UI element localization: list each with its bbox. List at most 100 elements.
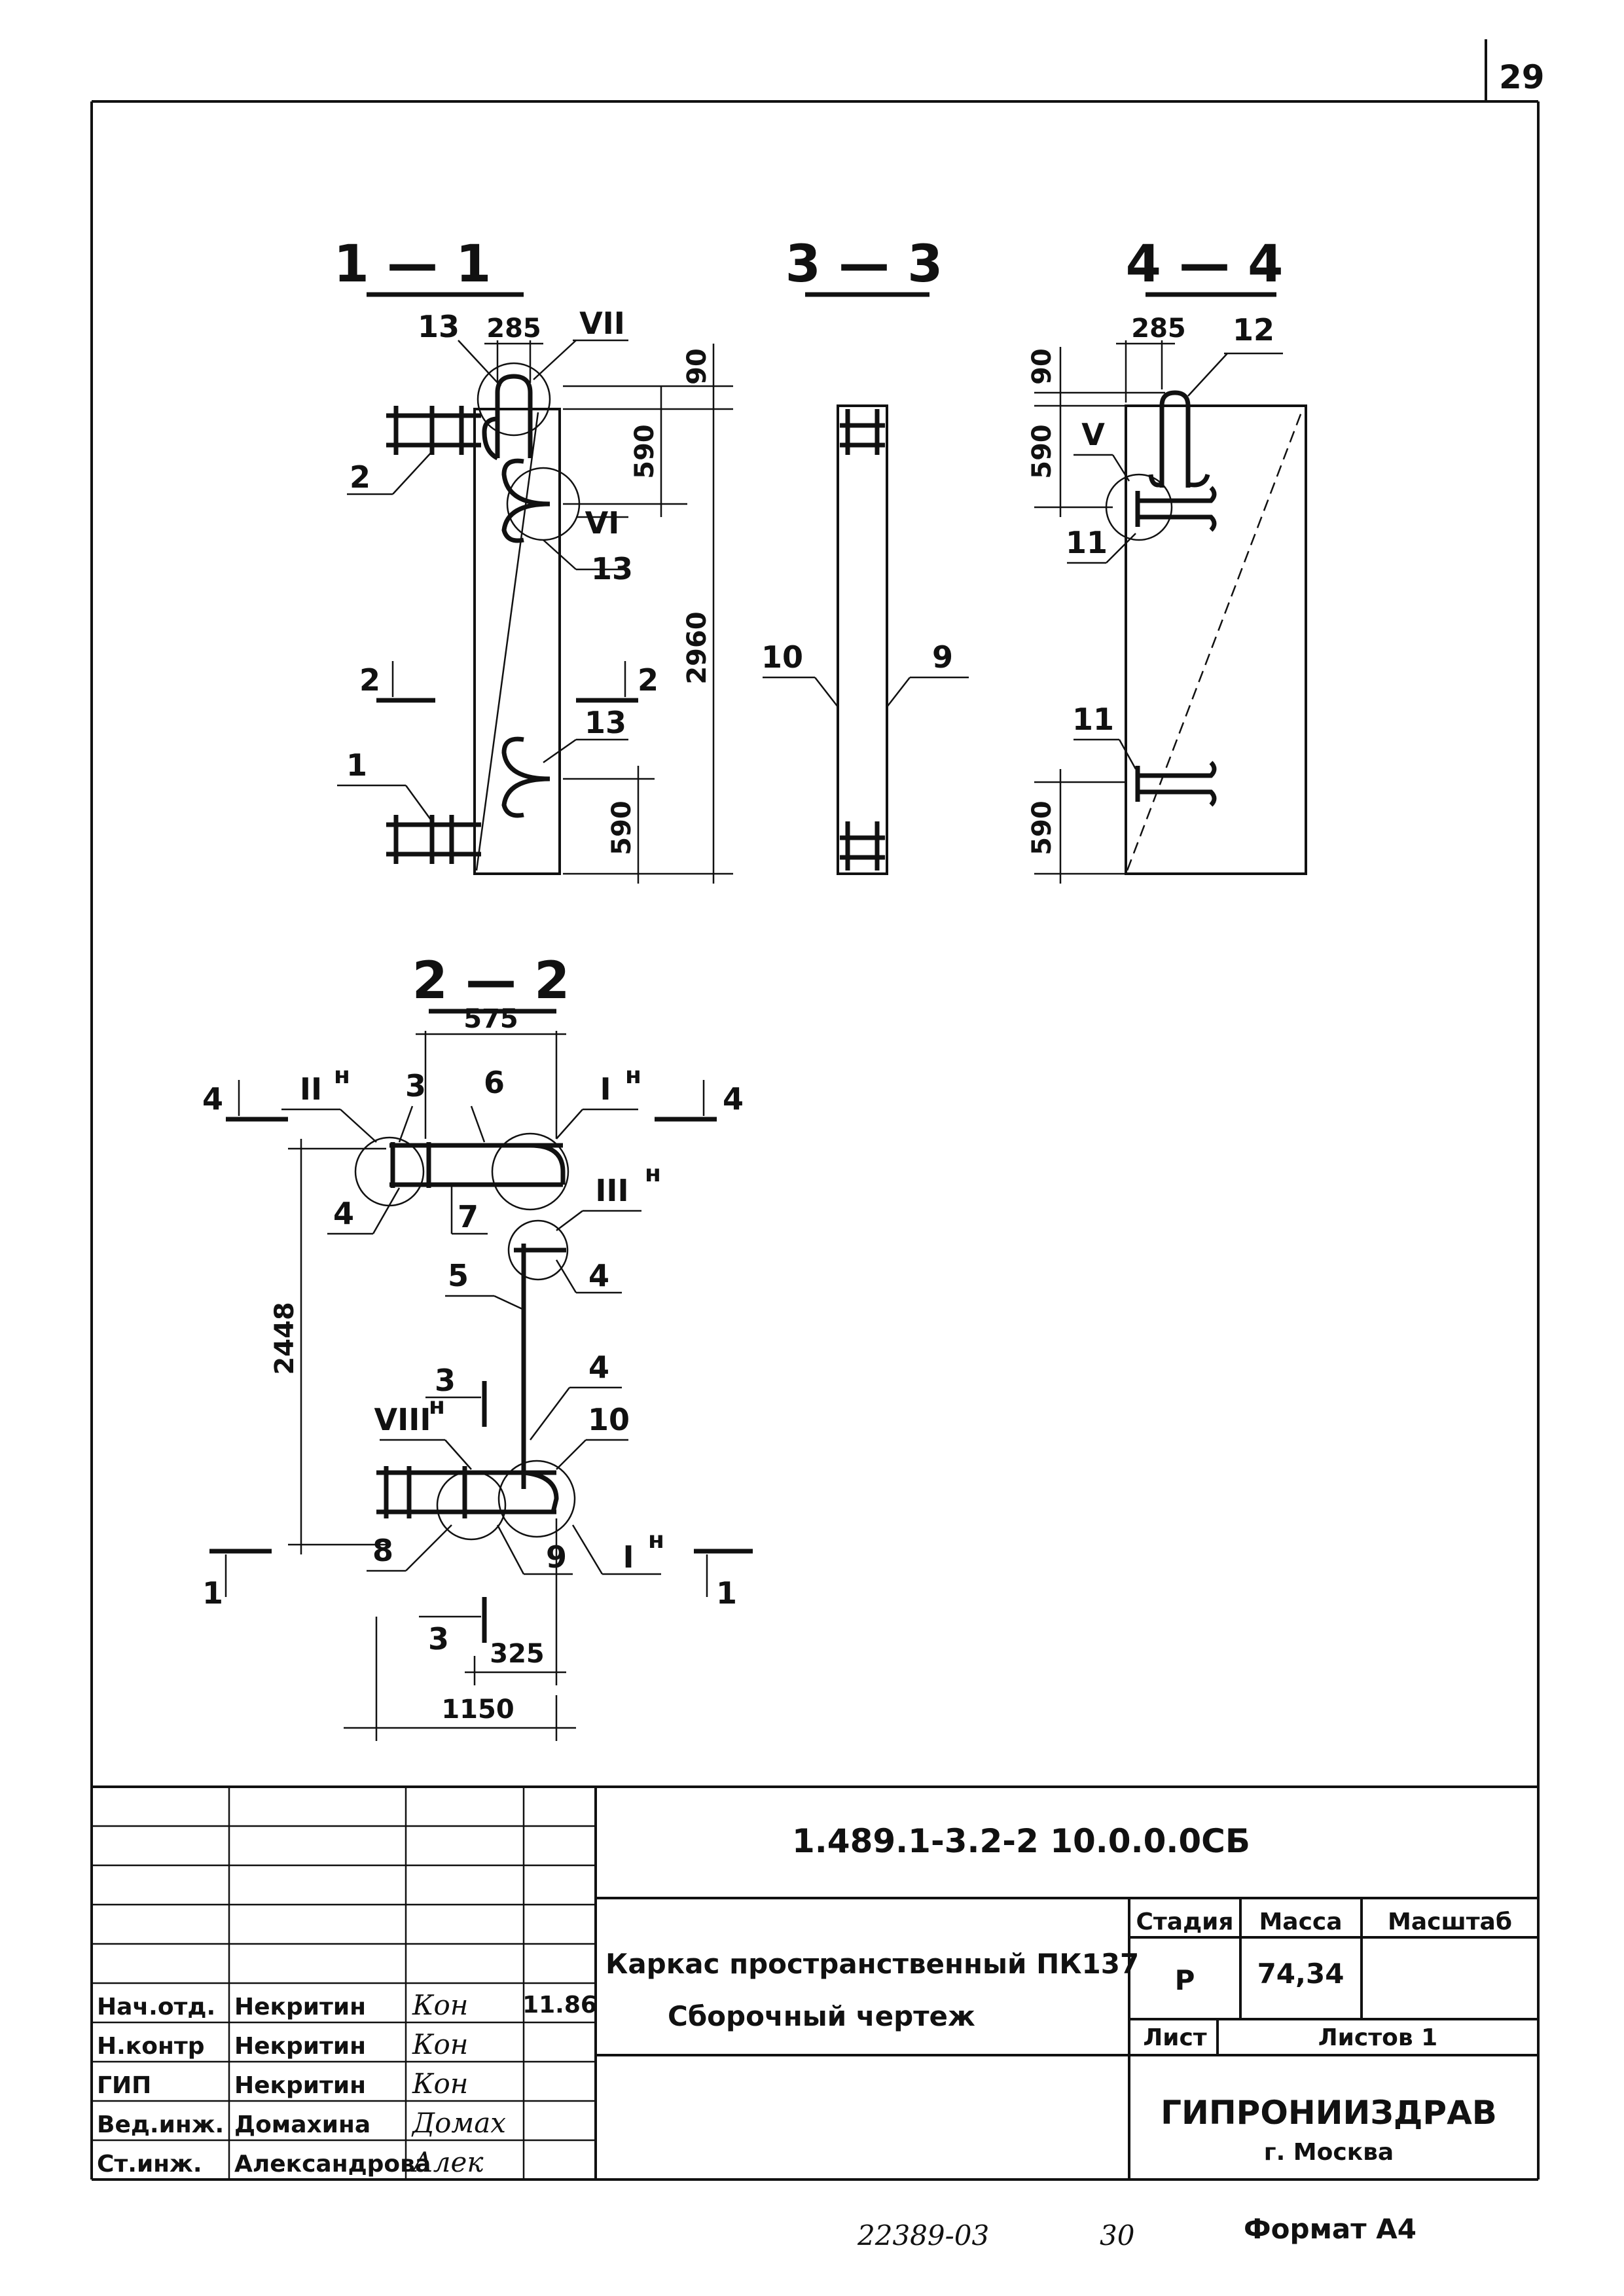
detail-circle-viii <box>436 1470 507 1541</box>
format-label: Формат А4 <box>1244 2213 1416 2245</box>
sheet-frame <box>90 100 1540 2181</box>
mark-i-top: I <box>600 1071 611 1107</box>
detail-circle-i-bottom <box>497 1460 576 1538</box>
section-title-1-1: 1 — 1 <box>334 235 492 294</box>
dim-590-bottom: 590 <box>607 800 637 855</box>
role-3: Вед.инж. <box>97 2111 224 2138</box>
detail-circle-i-top <box>491 1132 569 1211</box>
header-scale: Масштаб <box>1388 1909 1512 1935</box>
dim-575: 575 <box>463 1004 518 1034</box>
mark-viii-sup: н <box>429 1393 445 1420</box>
mark-4-low: 4 <box>588 1350 609 1385</box>
name-2: Некритин <box>234 2072 366 2099</box>
mark-iii-sup: н <box>645 1160 661 1187</box>
cut-2-left: 2 <box>359 662 380 698</box>
signature-1: Кон <box>412 2028 468 2060</box>
mark-9: 9 <box>546 1539 567 1575</box>
cut-3-top: 3 <box>435 1363 456 1398</box>
mark-12: 12 <box>1233 312 1274 348</box>
inventory-number: 22389-03 <box>857 2219 989 2251</box>
mark-10-s33: 10 <box>761 639 803 675</box>
mark-i-bottom: I <box>623 1539 634 1575</box>
organization: ГИПРОНИИЗДРАВ <box>1161 2094 1497 2132</box>
section-title-3-3: 3 — 3 <box>785 235 943 294</box>
header-stage: Стадия <box>1136 1909 1234 1935</box>
stage-value: Р <box>1175 1964 1195 1996</box>
mark-13-top: 13 <box>418 309 460 344</box>
city: г. Москва <box>1264 2139 1394 2166</box>
cut-2-right: 2 <box>638 662 659 698</box>
mark-13-low: 13 <box>585 705 626 740</box>
mark-3: 3 <box>405 1068 426 1103</box>
mark-i-top-sup: н <box>625 1062 641 1089</box>
mark-2: 2 <box>350 459 370 495</box>
mark-5: 5 <box>448 1258 469 1293</box>
mark-4-right: 4 <box>588 1258 609 1293</box>
cut-4-left: 4 <box>202 1081 223 1117</box>
sheets-label: Листов 1 <box>1318 2024 1437 2051</box>
mark-6: 6 <box>484 1065 505 1100</box>
dim-590-s44-top: 590 <box>1027 424 1057 479</box>
signature-3: Домах <box>411 2107 506 2139</box>
dim-2960: 2960 <box>682 611 712 684</box>
dim-90: 90 <box>682 348 712 385</box>
mark-10: 10 <box>588 1402 630 1437</box>
mark-13-mid: 13 <box>591 551 633 586</box>
mass-value: 74,34 <box>1257 1958 1344 1990</box>
sheet-label: Лист <box>1143 2024 1206 2051</box>
mark-vi: VI <box>585 505 620 541</box>
signature-4: Алек <box>410 2146 484 2178</box>
detail-circle-iii <box>507 1219 569 1281</box>
section-2-2: 2 — 2 575 2448 <box>202 952 753 1741</box>
section-title-2-2: 2 — 2 <box>412 952 570 1011</box>
dim-2448: 2448 <box>270 1302 300 1374</box>
name-3: Домахина <box>234 2111 370 2138</box>
doc-code: 1.489.1-3.2-2 10.0.0.0СБ <box>792 1822 1250 1860</box>
mark-11-top: 11 <box>1066 525 1108 560</box>
cut-1-left: 1 <box>202 1575 223 1611</box>
mark-viii: VIII <box>374 1402 431 1437</box>
detail-circle-vii <box>477 362 551 437</box>
mark-8: 8 <box>372 1533 393 1568</box>
role-4: Ст.инж. <box>97 2151 202 2178</box>
copy-number: 30 <box>1100 2219 1134 2251</box>
dim-590-s44-bottom: 590 <box>1027 800 1057 855</box>
mark-i-bottom-sup: н <box>648 1527 664 1554</box>
dim-285: 285 <box>486 314 541 344</box>
signature-2: Кон <box>412 2068 468 2100</box>
cut-4-right: 4 <box>723 1081 744 1117</box>
dim-590-top: 590 <box>630 424 660 479</box>
name-0: Некритин <box>234 1994 366 2020</box>
mark-4-left: 4 <box>333 1196 354 1231</box>
title-block: 1.489.1-3.2-2 10.0.0.0СБ Каркас простран… <box>92 1785 1538 2179</box>
role-0: Нач.отд. <box>97 1994 215 2020</box>
role-2: ГИП <box>97 2072 151 2099</box>
mark-9-s33: 9 <box>932 639 953 675</box>
signature-0: Кон <box>412 1989 468 2021</box>
detail-circle-ii <box>354 1136 425 1207</box>
header-mass: Масса <box>1259 1909 1342 1935</box>
section-title-4-4: 4 — 4 <box>1126 235 1284 294</box>
mark-7: 7 <box>458 1199 478 1234</box>
dim-325: 325 <box>490 1639 545 1669</box>
signature-rows: Нач.отд. Некритин Кон Н.контр Некритин К… <box>97 1989 506 2178</box>
mark-iii: III <box>595 1173 628 1208</box>
page-number: 29 <box>1499 58 1545 96</box>
mark-v: V <box>1081 417 1105 452</box>
cut-3-bottom: 3 <box>428 1621 449 1657</box>
date: 11.86 <box>522 1992 597 2018</box>
mark-11-bottom: 11 <box>1072 702 1114 737</box>
dim-1150: 1150 <box>441 1695 514 1725</box>
title-line-1: Каркас пространственный ПК137 <box>605 1948 1139 1980</box>
mark-ii: II <box>300 1071 322 1107</box>
section-4-4: 4 — 4 285 90 590 590 12 <box>1027 235 1307 884</box>
name-1: Некритин <box>234 2033 366 2060</box>
mark-1: 1 <box>346 747 367 783</box>
mark-vii: VII <box>579 306 625 341</box>
title-line-2: Сборочный чертеж <box>668 2000 975 2032</box>
cut-1-right: 1 <box>716 1575 737 1611</box>
name-4: Александрова <box>234 2151 431 2178</box>
role-1: Н.контр <box>97 2033 204 2060</box>
dim-90-s44: 90 <box>1027 348 1057 385</box>
